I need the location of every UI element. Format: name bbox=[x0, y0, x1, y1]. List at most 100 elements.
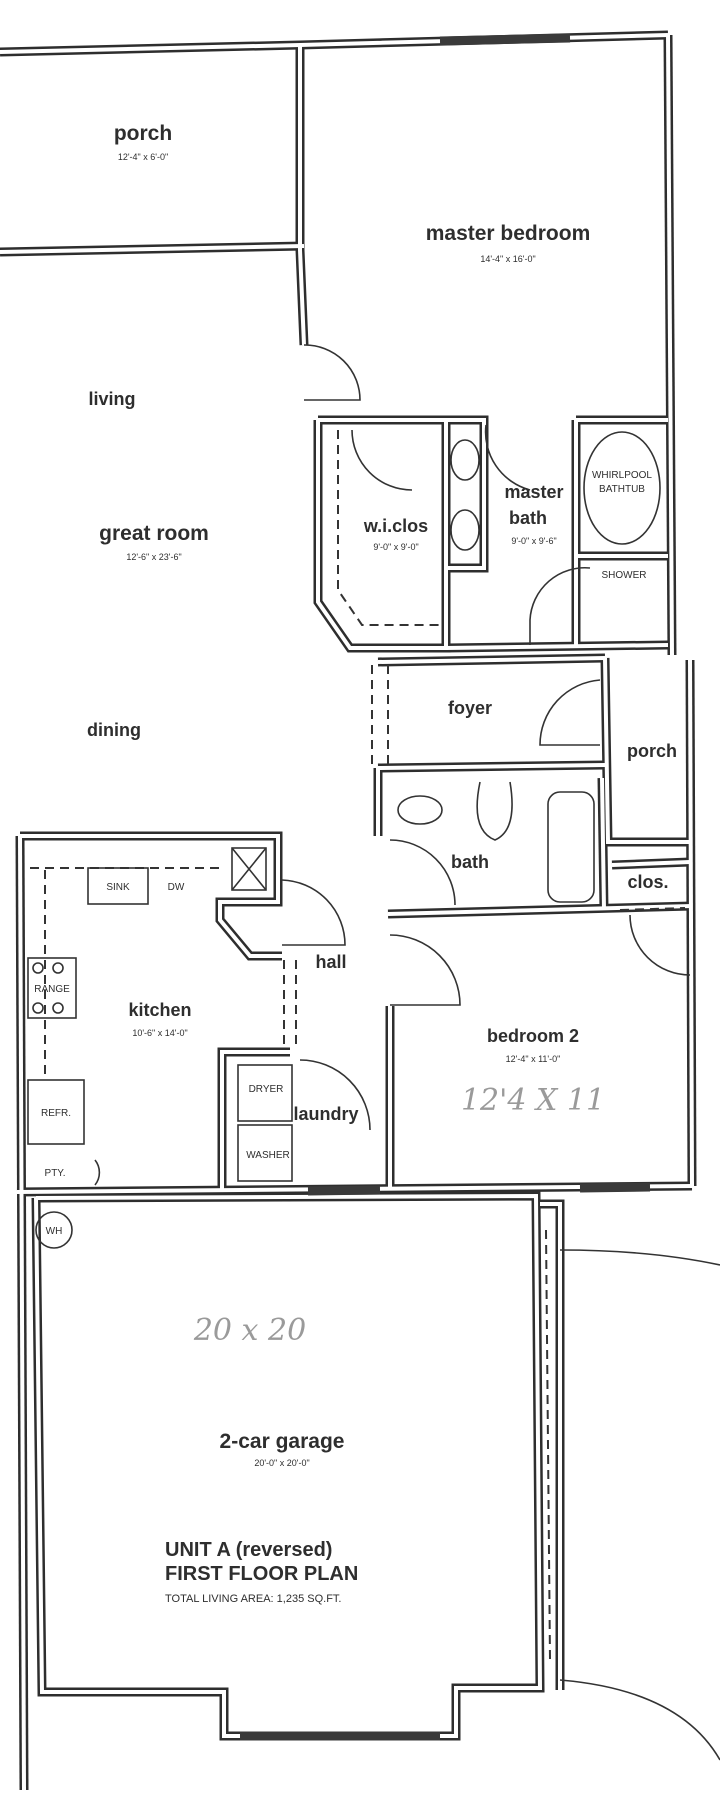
hall-closet-wall-inner bbox=[218, 834, 282, 958]
bath-right-wall-inner bbox=[600, 777, 606, 911]
bedroom2-window bbox=[579, 1182, 651, 1193]
closet-label: clos. bbox=[627, 872, 668, 892]
vanity-sink-2 bbox=[450, 509, 480, 551]
water-heater-label: WH bbox=[46, 1226, 63, 1237]
laundry-window bbox=[307, 1185, 381, 1196]
doors bbox=[94, 344, 720, 1761]
front-door[interactable] bbox=[539, 679, 601, 746]
closet-wall-inner bbox=[611, 860, 691, 867]
garage-label: 2-car garage bbox=[220, 1430, 345, 1453]
bath-label: bath bbox=[451, 852, 489, 872]
hvac-box bbox=[231, 847, 267, 891]
garage-wall-inner bbox=[34, 1193, 543, 1738]
labels: porch 12'-4" x 6'-0" master bedroom 14'-… bbox=[34, 122, 677, 1605]
wic-wall-inner bbox=[316, 418, 448, 650]
dryer-label: DRYER bbox=[249, 1084, 284, 1095]
master-bath-dims: 9'-0" x 9'-6" bbox=[511, 536, 556, 546]
garage-dims: 20'-0" x 20'-0" bbox=[254, 1458, 309, 1468]
whirlpool-tub-icon bbox=[583, 431, 661, 545]
sink-label: SINK bbox=[106, 882, 130, 893]
master-left-wall-inner bbox=[298, 45, 306, 346]
foyer-label: foyer bbox=[448, 698, 492, 718]
closet-door[interactable] bbox=[629, 914, 691, 976]
water-heater-icon bbox=[35, 1211, 73, 1249]
wic-dims: 9'-0" x 9'-0" bbox=[373, 542, 418, 552]
vanity-wall bbox=[446, 415, 489, 573]
porch-dims: 12'-4" x 6'-0" bbox=[118, 152, 168, 162]
bedroom2-door[interactable] bbox=[389, 934, 461, 1006]
total-living-area: TOTAL LIVING AREA: 1,235 SQ.FT. bbox=[165, 1593, 341, 1605]
bedroom2-dims: 12'-4" x 11'-0" bbox=[506, 1054, 561, 1064]
laundry-door[interactable] bbox=[299, 1059, 371, 1131]
walls bbox=[0, 30, 697, 1791]
dishwasher-label: DW bbox=[168, 882, 185, 893]
foyer-top-wall-inner bbox=[377, 656, 606, 664]
patio-wall-inner bbox=[540, 1202, 562, 1690]
master-window bbox=[439, 33, 571, 46]
bathtub-icon bbox=[547, 791, 595, 903]
patio-gate[interactable] bbox=[559, 1249, 720, 1266]
dryer-box bbox=[237, 1064, 293, 1122]
pantry-door[interactable] bbox=[94, 1159, 101, 1186]
whirlpool-label-1: WHIRLPOOL bbox=[592, 470, 652, 481]
porch-side-left-wall-inner bbox=[603, 657, 690, 844]
patio-gate-2[interactable] bbox=[559, 1679, 720, 1761]
dashed-lines bbox=[30, 430, 686, 1661]
burner-icon bbox=[52, 962, 64, 974]
patio-line bbox=[545, 1229, 551, 1661]
wic-shelf bbox=[337, 430, 440, 626]
windows bbox=[240, 33, 651, 1741]
bath-bottom-wall-inner bbox=[387, 904, 693, 916]
washer-label: WASHER bbox=[246, 1150, 290, 1161]
vanity-sink-1 bbox=[450, 439, 480, 481]
vanity-wall-inner bbox=[446, 418, 486, 570]
porch-side-right-wall-inner bbox=[688, 659, 694, 1187]
burner-icon bbox=[52, 1002, 64, 1014]
living-label: living bbox=[88, 389, 135, 409]
master-door[interactable] bbox=[303, 344, 361, 401]
left-exterior-wall-inner bbox=[18, 835, 26, 1791]
plan-title-line1: UNIT A (reversed) bbox=[165, 1539, 332, 1561]
shower-label: SHOWER bbox=[602, 570, 647, 581]
toilet-icon bbox=[476, 781, 513, 841]
great-room-dims: 12'-6" x 23'-6" bbox=[126, 552, 181, 562]
foyer-bottom-wall-inner bbox=[377, 763, 606, 770]
bedroom2-label: bedroom 2 bbox=[487, 1026, 579, 1046]
whirlpool-label-2: BATHTUB bbox=[599, 484, 645, 495]
pantry-label: PTY. bbox=[45, 1168, 66, 1179]
range-box bbox=[27, 957, 77, 1019]
great-room-label: great room bbox=[99, 522, 209, 545]
master-bedroom-dims: 14'-4" x 16'-0" bbox=[480, 254, 535, 264]
bedroom2-handwritten-note: 12'4 X 11 bbox=[461, 1083, 605, 1118]
closet-shelf bbox=[619, 907, 686, 911]
porch-label: porch bbox=[114, 122, 172, 145]
master-bedroom-label: master bedroom bbox=[426, 222, 591, 245]
burner-icon bbox=[32, 1002, 44, 1014]
porch-side-label: porch bbox=[627, 741, 677, 761]
shower-door[interactable] bbox=[529, 566, 591, 645]
refrigerator-label: REFR. bbox=[41, 1108, 71, 1119]
washer-box bbox=[237, 1124, 293, 1182]
master-bath-door[interactable] bbox=[484, 424, 531, 491]
master-bath-label-2: bath bbox=[509, 508, 547, 528]
hall-closet-door[interactable] bbox=[281, 879, 346, 946]
bath-door[interactable] bbox=[389, 839, 456, 906]
hvac-x-icon bbox=[231, 847, 267, 891]
master-bath-label-1: master bbox=[504, 482, 563, 502]
wic-door[interactable] bbox=[351, 429, 413, 491]
burner-icon bbox=[32, 962, 44, 974]
sink-cabinet bbox=[87, 867, 149, 905]
laundry-wall-inner bbox=[220, 1050, 290, 1190]
master-bath-bottom-wall-inner bbox=[445, 643, 669, 650]
plan-title-line2: FIRST FLOOR PLAN bbox=[165, 1563, 358, 1585]
dining-label: dining bbox=[87, 720, 141, 740]
kitchen-dims: 10'-6" x 14'-0" bbox=[132, 1028, 187, 1038]
kitchen-label: kitchen bbox=[128, 1000, 191, 1020]
master-right-wall-inner bbox=[666, 34, 674, 656]
laundry-label: laundry bbox=[293, 1104, 358, 1124]
hall-label: hall bbox=[315, 952, 346, 972]
range-label: RANGE bbox=[34, 984, 70, 995]
fixtures bbox=[27, 431, 661, 1249]
hall-closet-wall bbox=[215, 831, 283, 961]
